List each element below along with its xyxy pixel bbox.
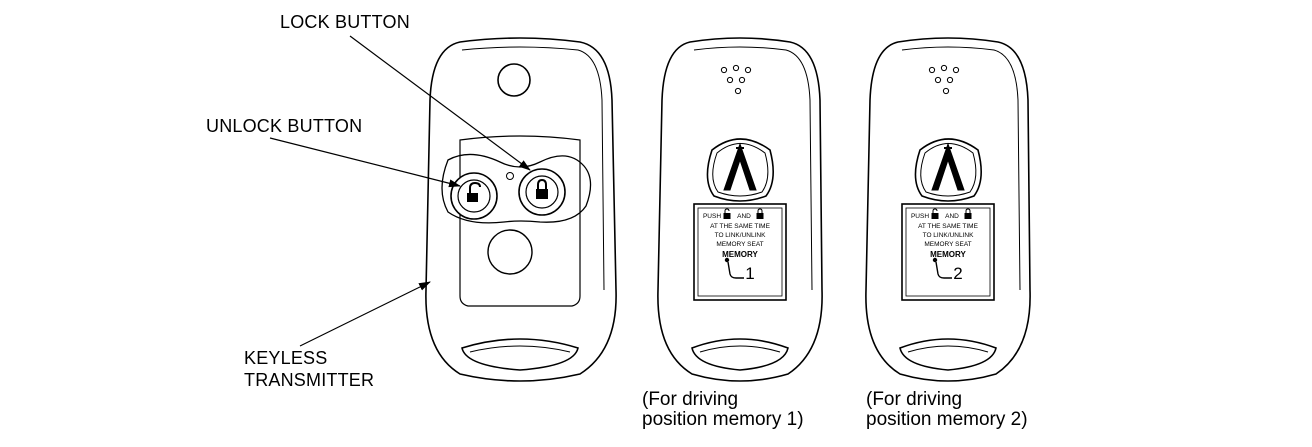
- label-memory-seat-1: MEMORY SEAT: [716, 241, 763, 248]
- label-unlock-icon-2: [931, 208, 939, 219]
- keyless-label-line1: KEYLESS: [244, 348, 328, 368]
- front-face-panel: [459, 135, 581, 307]
- unlock-button-arrow: [269, 137, 461, 188]
- memory-number-2: 2: [953, 264, 962, 283]
- panic-button[interactable]: [487, 229, 533, 275]
- memory-number-1: 1: [745, 264, 754, 283]
- label-and-2: AND: [945, 213, 959, 220]
- label-memory-seat-2: MEMORY SEAT: [924, 241, 971, 248]
- back-transmitter-memory-1: PUSH AND AT THE SAME TIME TO LINK/UNLINK…: [657, 37, 823, 382]
- indicator-led: [506, 172, 514, 180]
- lock-button-label: LOCK BUTTON: [280, 12, 410, 32]
- label-link-1: TO LINK/UNLINK: [715, 232, 766, 239]
- keyring-hole: [497, 63, 531, 97]
- front-bottom-loop: [461, 338, 579, 371]
- back-transmitter-memory-2: PUSH AND AT THE SAME TIME TO LINK/UNLINK…: [865, 37, 1031, 382]
- memory-label-plate-1: PUSH AND AT THE SAME TIME TO LINK/UNLINK…: [693, 203, 787, 301]
- label-same-time-2: AT THE SAME TIME: [918, 223, 979, 230]
- label-push-1: PUSH: [703, 213, 721, 220]
- vent-holes-2: [928, 64, 960, 95]
- caption-memory2-line2: position memory 2): [866, 409, 1028, 430]
- unlock-icon: [467, 181, 481, 202]
- label-push-2: PUSH: [911, 213, 929, 220]
- memory-label-plate-2: PUSH AND AT THE SAME TIME TO LINK/UNLINK…: [901, 203, 995, 301]
- keyless-transmitter-arrow: [299, 281, 431, 347]
- caption-memory2-line1: (For driving: [866, 389, 963, 410]
- unlock-button[interactable]: [450, 172, 498, 220]
- caption-memory1-line1: (For driving: [642, 389, 739, 410]
- label-link-2: TO LINK/UNLINK: [923, 232, 974, 239]
- leader-lines: [269, 35, 531, 347]
- seat-icon: [932, 257, 952, 279]
- acura-logo-icon: [914, 138, 982, 202]
- label-lock-icon-1: [756, 208, 764, 219]
- acura-logo-icon: [706, 138, 774, 202]
- button-cluster-housing: [441, 153, 592, 224]
- front-body-inner: [461, 46, 605, 291]
- label-memory-1: MEMORY: [722, 250, 758, 259]
- lock-icon: [536, 178, 548, 199]
- caption-memory1-line2: position memory 1): [642, 409, 804, 430]
- label-unlock-icon-1: [723, 208, 731, 219]
- vent-holes-1: [720, 64, 752, 95]
- lock-button-arrow: [349, 35, 531, 171]
- seat-icon: [724, 257, 744, 279]
- keyless-label-line2: TRANSMITTER: [244, 370, 375, 390]
- label-same-time-1: AT THE SAME TIME: [710, 223, 771, 230]
- label-lock-icon-2: [964, 208, 972, 219]
- label-memory-2: MEMORY: [930, 250, 966, 259]
- label-and-1: AND: [737, 213, 751, 220]
- lock-button[interactable]: [518, 168, 566, 216]
- unlock-button-label: UNLOCK BUTTON: [206, 116, 363, 136]
